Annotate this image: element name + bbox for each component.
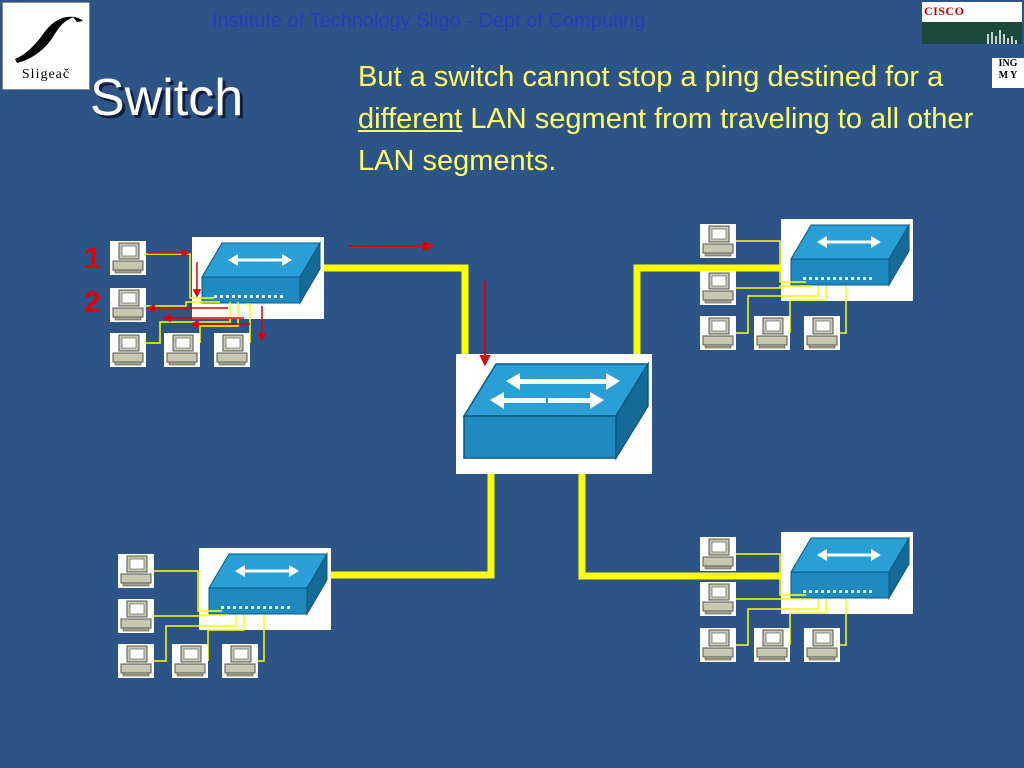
segment-top-left: [110, 237, 324, 367]
computer-icon: [118, 644, 154, 678]
computer-icon: [700, 271, 736, 305]
computer-icon: [222, 644, 258, 678]
slide-body: But a switch cannot stop a ping destined…: [358, 56, 998, 182]
computer-icon: [804, 316, 840, 350]
computer-icon: [754, 628, 790, 662]
slide-header: Institute of Technology Sligo - Dept of …: [212, 10, 646, 32]
workgroup-switch-icon: [781, 219, 913, 301]
computer-icon: [164, 333, 200, 367]
computer-icon: [118, 599, 154, 633]
cisco-logo: Cisco Systems: [922, 2, 1022, 44]
segment-bottom-left: [118, 548, 331, 678]
red-arrow-icon: [349, 240, 491, 367]
segment-bottom-right: [700, 532, 913, 662]
computer-icon: [700, 316, 736, 350]
core-switch-icon: [456, 354, 652, 474]
computer-icon: [110, 288, 146, 322]
cisco-tag-line-2: M Y: [998, 70, 1018, 81]
workgroup-switch-icon: [192, 237, 324, 319]
computer-icon: [118, 554, 154, 588]
workgroup-switch-icon: [199, 548, 331, 630]
body-text-part-2: LAN segment from traveling to all other …: [358, 103, 974, 177]
computer-icon: [804, 628, 840, 662]
segment-top-right: [700, 219, 913, 350]
computer-icon: [110, 333, 146, 367]
marker-1: 1: [84, 242, 101, 275]
marker-2: 2: [84, 286, 101, 319]
computer-icon: [700, 582, 736, 616]
red-arrow-icon: [146, 248, 267, 342]
computer-icon: [172, 644, 208, 678]
swan-logo-icon: [15, 16, 83, 63]
college-logo: Sligeač: [2, 2, 90, 90]
workgroup-switch-icon: [781, 532, 913, 614]
computer-icon: [214, 333, 250, 367]
computer-icon: [700, 537, 736, 571]
cisco-tag-line-1: ING: [998, 58, 1018, 69]
cisco-bars-icon: [922, 22, 1022, 44]
college-logo-text: Sligeač: [21, 67, 71, 82]
cisco-logo-tag: ING M Y: [992, 58, 1024, 88]
computer-icon: [700, 224, 736, 258]
computer-icon: [700, 628, 736, 662]
slide-title: Switch: [90, 69, 244, 127]
computer-icon: [110, 241, 146, 275]
body-text-emphasis: different: [358, 103, 463, 135]
computer-icon: [754, 316, 790, 350]
body-text-part-1: But a switch cannot stop a ping destined…: [358, 61, 944, 93]
